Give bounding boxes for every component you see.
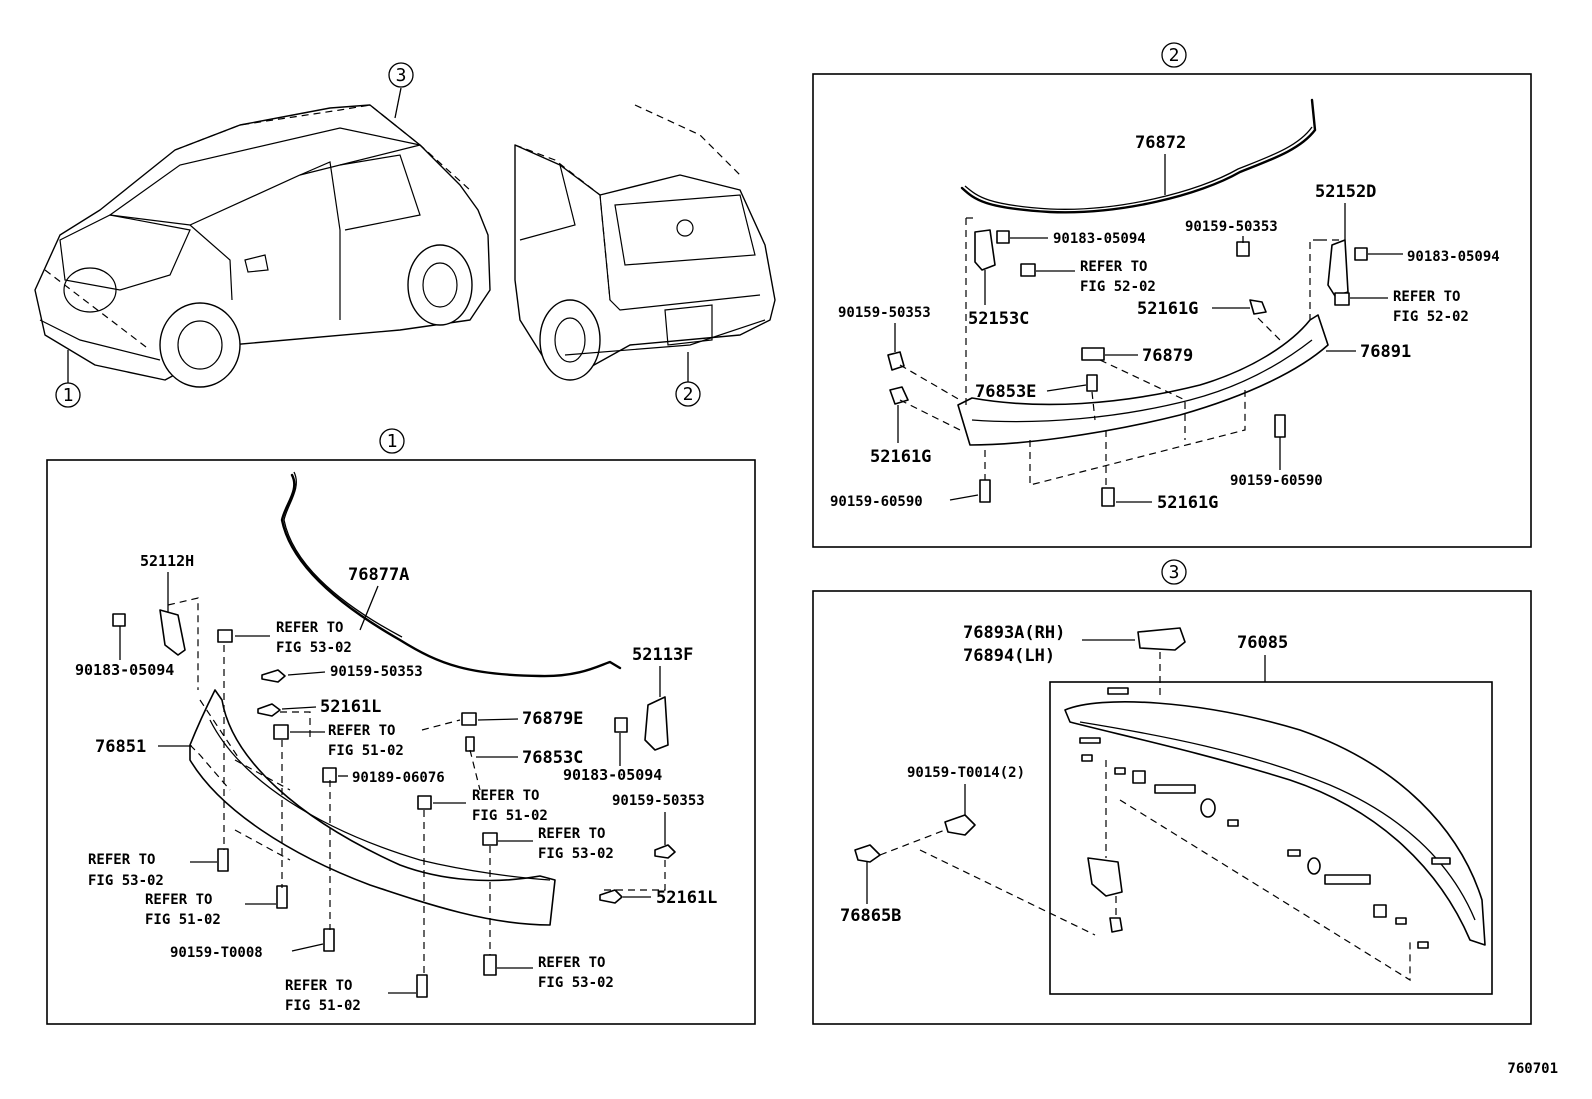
label-76851: 76851: [95, 737, 146, 757]
panel-3-header: 3: [1169, 562, 1180, 583]
label-refer-to-10: REFER TO: [1393, 289, 1460, 305]
label-90159-T0014: 90159-T0014(2): [907, 765, 1025, 781]
label-52161L-a: 52161L: [320, 697, 381, 717]
label-52113F: 52113F: [632, 645, 693, 665]
panel-2-parts: [887, 98, 1368, 507]
label-76879E: 76879E: [522, 709, 583, 729]
label-76872: 76872: [1135, 133, 1186, 153]
panel-3-header-circle: [1161, 559, 1187, 585]
label-90183-05094-right: 90183-05094: [563, 766, 662, 784]
label-76865B: 76865B: [840, 906, 901, 926]
label-52112H: 52112H: [140, 552, 194, 570]
label-52152D: 52152D: [1315, 182, 1376, 202]
callout-number-1: 1: [63, 385, 74, 406]
label-76893A-RH: 76893A(RH): [963, 623, 1065, 643]
callout-circle-1: [55, 382, 81, 408]
label-refer-to-4: REFER TO: [538, 826, 605, 842]
label-refer-to-7: REFER TO: [538, 955, 605, 971]
label-fig-51-02-4: FIG 51-02: [285, 998, 361, 1014]
label-fig-51-02-2: FIG 51-02: [472, 808, 548, 824]
label-76853E: 76853E: [975, 382, 1036, 402]
label-90159-50353-b: 90159-50353: [612, 793, 705, 809]
label-90159-60590-b: 90159-60590: [1230, 473, 1323, 489]
label-52153C: 52153C: [968, 309, 1029, 329]
label-52161G-b: 52161G: [870, 447, 931, 467]
label-fig-52-02-1: FIG 52-02: [1080, 279, 1156, 295]
panel-1-labels: 52112H 90183-05094 76877A 52113F REFER T…: [75, 552, 717, 1014]
label-90159-50353-c: 90159-50353: [1185, 219, 1278, 235]
label-76877A: 76877A: [348, 565, 409, 585]
car-front-view: [34, 104, 491, 388]
label-fig-53-02-3: FIG 53-02: [88, 873, 164, 889]
label-76879: 76879: [1142, 346, 1193, 366]
label-90189-06076: 90189-06076: [352, 770, 445, 786]
label-52161G-a: 52161G: [1137, 299, 1198, 319]
figure-number: 760701: [1507, 1061, 1558, 1077]
label-76894-LH: 76894(LH): [963, 646, 1055, 666]
panel-3-labels: 76893A(RH) 76894(LH) 76085 90159-T0014(2…: [840, 623, 1288, 926]
panel-2-header-circle: [1161, 42, 1187, 68]
label-refer-to-6: REFER TO: [145, 892, 212, 908]
car-rear-view: [514, 104, 776, 381]
label-52161G-c: 52161G: [1157, 493, 1218, 513]
label-fig-51-02-1: FIG 51-02: [328, 743, 404, 759]
callout-number-3: 3: [396, 65, 407, 86]
label-fig-53-02-1: FIG 53-02: [276, 640, 352, 656]
label-fig-53-02-4: FIG 53-02: [538, 975, 614, 991]
label-90183-05094-left: 90183-05094: [75, 661, 174, 679]
label-90159-T0008: 90159-T0008: [170, 945, 263, 961]
label-fig-53-02-2: FIG 53-02: [538, 846, 614, 862]
panel-3-parts: [854, 627, 1486, 982]
label-refer-to-5: REFER TO: [88, 852, 155, 868]
label-76085: 76085: [1237, 633, 1288, 653]
label-90183-05094-a: 90183-05094: [1053, 231, 1146, 247]
callout-number-2: 2: [683, 384, 694, 405]
label-76853C: 76853C: [522, 748, 583, 768]
panel-2-labels: 76872 90183-05094 REFER TO FIG 52-02 521…: [830, 133, 1500, 513]
label-90183-05094-b: 90183-05094: [1407, 249, 1500, 265]
panel-3-inner-frame: [1049, 681, 1493, 995]
label-fig-51-02-3: FIG 51-02: [145, 912, 221, 928]
label-refer-to-3: REFER TO: [472, 788, 539, 804]
label-90159-60590-a: 90159-60590: [830, 494, 923, 510]
panel-2-header: 2: [1169, 45, 1180, 66]
panel-3-frame: [812, 590, 1532, 1025]
label-90159-50353-a: 90159-50353: [330, 664, 423, 680]
callout-circle-3: [388, 62, 414, 88]
callout-circle-2: [675, 381, 701, 407]
panel-1-frame: [46, 459, 756, 1025]
label-refer-to-9: REFER TO: [1080, 259, 1147, 275]
label-refer-to-2: REFER TO: [328, 723, 395, 739]
label-90159-50353-d: 90159-50353: [838, 305, 931, 321]
label-refer-to-8: REFER TO: [285, 978, 352, 994]
panel-1-header-circle: [379, 428, 405, 454]
label-52161L-b: 52161L: [656, 888, 717, 908]
label-fig-52-02-2: FIG 52-02: [1393, 309, 1469, 325]
panel-1-parts: [112, 471, 676, 998]
panel-1-header: 1: [387, 431, 398, 452]
label-76891: 76891: [1360, 342, 1411, 362]
label-refer-to-1: REFER TO: [276, 620, 343, 636]
panel-2-frame: [812, 73, 1532, 548]
